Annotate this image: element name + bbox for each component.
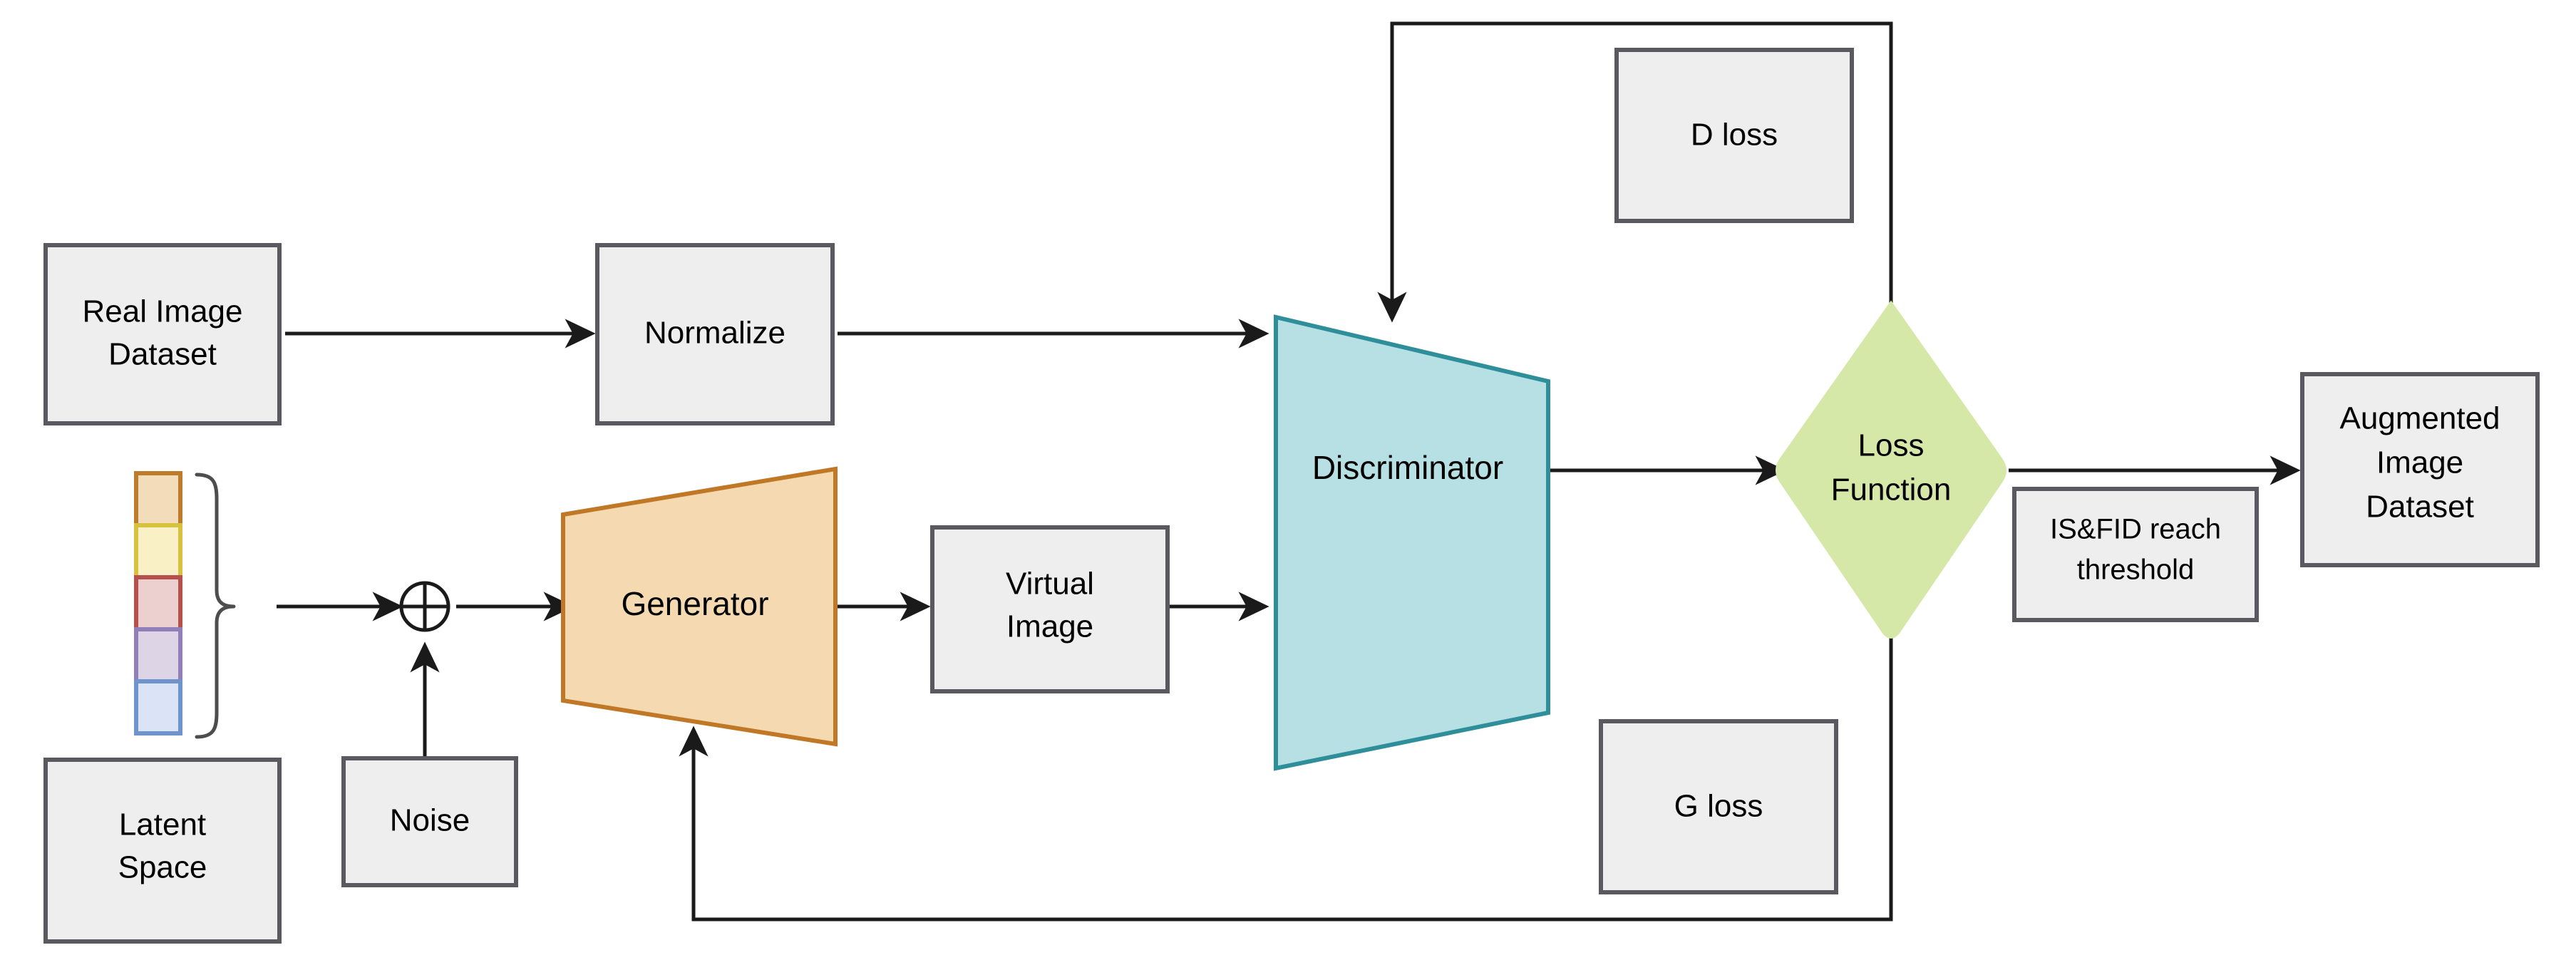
normalize-label: Normalize xyxy=(644,316,785,351)
is-fid-threshold-label-line2: threshold xyxy=(2077,554,2195,586)
discriminator-label: Discriminator xyxy=(1312,449,1503,486)
d-loss-label: D loss xyxy=(1691,118,1778,153)
curly-brace-icon xyxy=(195,473,236,739)
node-is-fid-threshold[interactable]: IS&FID reach threshold xyxy=(2012,487,2259,622)
latent-space-label-line2: Space xyxy=(118,850,207,885)
node-discriminator[interactable]: Discriminator xyxy=(1274,314,1550,771)
latent-vector-stack xyxy=(134,471,182,736)
generator-label: Generator xyxy=(621,585,768,622)
node-virtual-image[interactable]: Virtual Image xyxy=(930,525,1170,693)
latent-cell-3 xyxy=(134,575,182,631)
node-generator[interactable]: Generator xyxy=(561,466,838,747)
node-augmented-image-dataset[interactable]: Augmented Image Dataset xyxy=(2300,372,2540,567)
augmented-label-line3: Dataset xyxy=(2366,490,2474,525)
virtual-image-label-line2: Image xyxy=(1006,609,1093,644)
node-latent-space[interactable]: Latent Space xyxy=(43,758,282,944)
augmented-label-line1: Augmented xyxy=(2339,401,2500,436)
is-fid-threshold-label-line1: IS&FID reach xyxy=(2050,514,2221,545)
latent-space-label-line1: Latent xyxy=(119,807,206,842)
loss-function-label-line2: Function xyxy=(1831,473,1952,507)
node-noise[interactable]: Noise xyxy=(341,756,518,887)
augmented-label-line2: Image xyxy=(2376,445,2463,480)
noise-label: Noise xyxy=(390,803,470,838)
node-g-loss[interactable]: G loss xyxy=(1599,719,1838,894)
latent-cell-4 xyxy=(134,627,182,683)
latent-cell-5 xyxy=(134,679,182,736)
real-image-dataset-label-line2: Dataset xyxy=(108,337,217,372)
latent-cell-2 xyxy=(134,523,182,579)
g-loss-label: G loss xyxy=(1674,789,1763,824)
node-d-loss[interactable]: D loss xyxy=(1614,48,1854,223)
node-loss-function[interactable]: Loss Function xyxy=(1776,300,2006,639)
add-operator[interactable] xyxy=(399,581,450,632)
loss-function-label-line1: Loss xyxy=(1858,428,1925,463)
node-real-image-dataset[interactable]: Real Image Dataset xyxy=(43,243,282,425)
latent-cell-1 xyxy=(134,471,182,527)
virtual-image-label-line1: Virtual xyxy=(1006,567,1094,602)
real-image-dataset-label-line1: Real Image xyxy=(82,294,242,329)
edge-loss-to-generator-feedback xyxy=(679,638,1893,922)
node-normalize[interactable]: Normalize xyxy=(595,243,835,425)
edge-loss-to-discriminator-feedback xyxy=(1377,21,1893,323)
